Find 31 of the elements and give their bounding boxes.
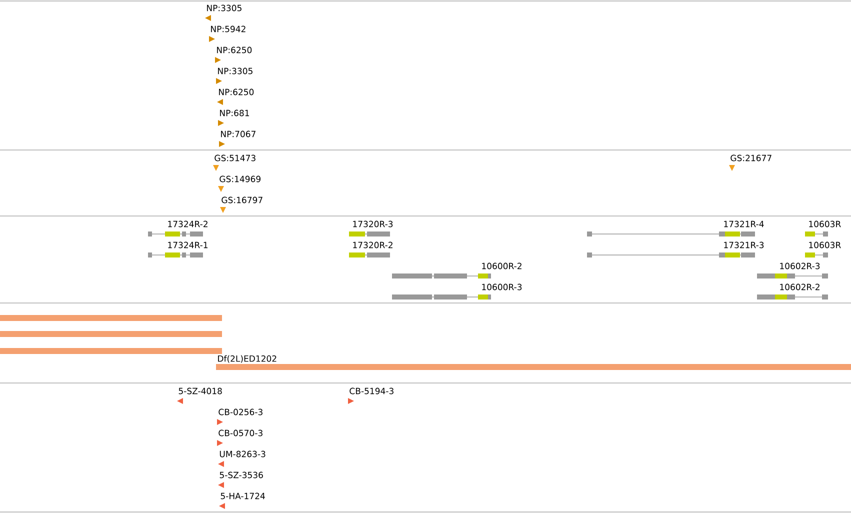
- feature-label: 17321R-4: [724, 220, 764, 228]
- feature-label: 10603R: [809, 242, 841, 248]
- feature-label: 5-SZ-4018: [178, 388, 222, 394]
- feature-label: UM-8263-3: [220, 450, 266, 458]
- feature-label: GS:14969: [220, 176, 260, 182]
- feature-label: 10600R-3: [482, 284, 522, 290]
- feature-label: CB-0256-3: [218, 408, 262, 416]
- feature-label: 17320R-2: [353, 242, 392, 248]
- feature-label: NP:681: [220, 110, 249, 116]
- feature-label: GS:16797: [222, 196, 262, 204]
- feature-label: 10602R-3: [780, 262, 820, 270]
- feature-label: 17324R-2: [168, 220, 208, 228]
- feature-label: NP:5942: [211, 26, 246, 32]
- feature-label: CB-0570-3: [218, 430, 262, 436]
- feature-label: NP:6250: [219, 88, 254, 96]
- feature-label: 17321R-3: [724, 242, 764, 248]
- feature-label: GS:21677: [730, 154, 772, 162]
- feature-label: 5-SZ-3536: [220, 472, 263, 478]
- feature-label: NP:3305: [218, 68, 252, 74]
- feature-label: 5-HA-1724: [220, 492, 265, 500]
- feature-label: 10600R-2: [482, 262, 522, 270]
- feature-label: 10602R-2: [780, 284, 820, 290]
- feature-label: GS:51473: [214, 154, 256, 162]
- feature-label: NP:3305: [207, 4, 242, 12]
- feature-label: 10603R: [809, 220, 841, 228]
- feature-label: Df(2L)ED1202: [218, 355, 276, 363]
- feature-label: CB-5194-3: [350, 388, 394, 394]
- feature-label: NP:6250: [217, 46, 252, 54]
- feature-label: NP:7067: [221, 130, 256, 138]
- feature-label: 17324R-1: [168, 242, 208, 248]
- feature-label: 17320R-3: [353, 220, 393, 228]
